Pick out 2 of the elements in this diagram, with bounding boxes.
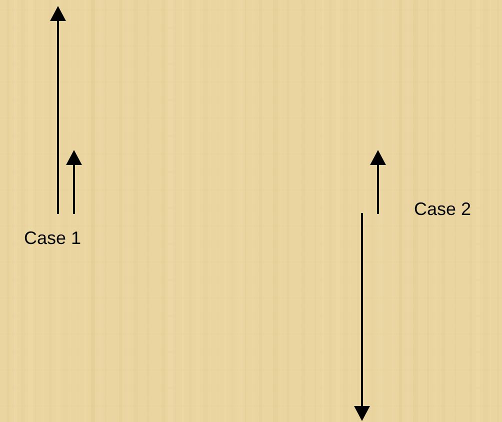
case-label: Case 1 [24, 229, 82, 247]
case-label: Case 2 [414, 200, 472, 218]
